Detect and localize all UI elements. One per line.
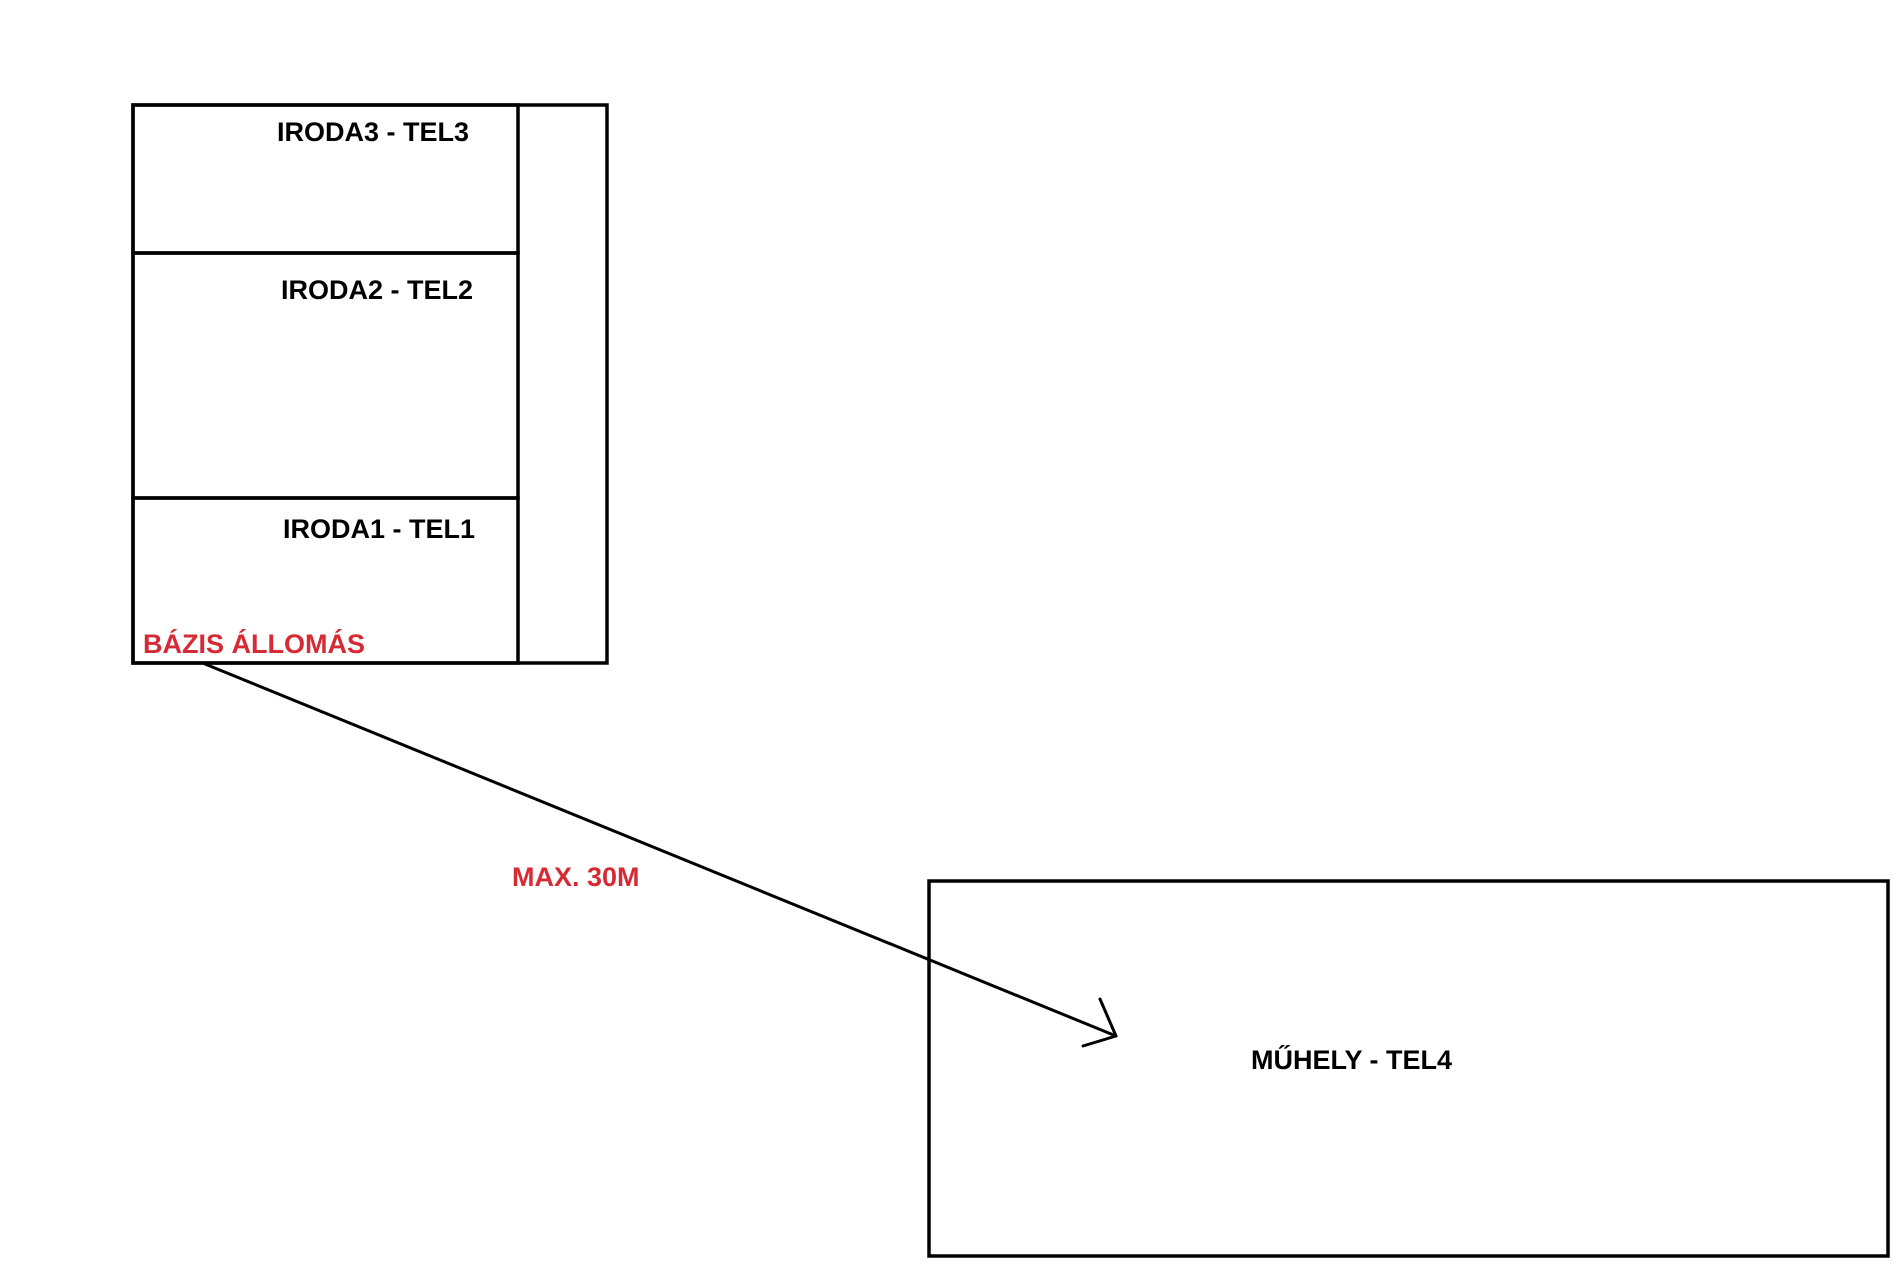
workshop-room-muhely <box>927 879 1890 1258</box>
room-label-iroda3: IRODA3 - TEL3 <box>277 117 469 147</box>
range-arrow <box>203 662 1118 1048</box>
room-label-muhely: MŰHELY - TEL4 <box>1251 1044 1452 1075</box>
range-arrow-line <box>203 662 1118 1038</box>
range-arrowhead <box>1081 997 1118 1048</box>
office-building-outline <box>131 103 609 665</box>
distance-label: MAX. 30M <box>512 862 640 892</box>
room-label-iroda2: IRODA2 - TEL2 <box>281 275 473 305</box>
room-label-iroda1: IRODA1 - TEL1 <box>283 514 475 544</box>
base-station-label: BÁZIS ÁLLOMÁS <box>143 628 365 659</box>
office-building <box>131 103 609 665</box>
office-room-iroda1 <box>131 496 520 665</box>
